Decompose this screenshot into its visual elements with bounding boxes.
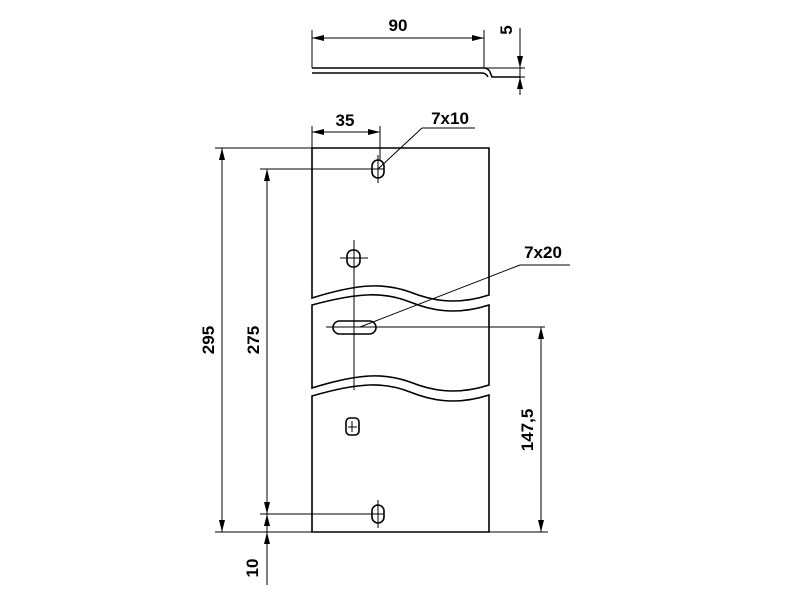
plate xyxy=(311,147,490,533)
dim-275-label: 275 xyxy=(244,326,263,354)
dim-275 xyxy=(260,168,378,515)
leader-7x20 xyxy=(359,264,570,328)
dim-90-label: 90 xyxy=(389,16,408,35)
dim-295 xyxy=(215,147,312,533)
dim-5-label: 5 xyxy=(497,25,516,34)
dim-10 xyxy=(264,514,270,585)
leader-7x10 xyxy=(377,127,475,170)
slot-7x10-label: 7x10 xyxy=(431,109,469,128)
upper-hole xyxy=(340,242,368,275)
slot-7x20-label: 7x20 xyxy=(524,243,562,262)
dim-147-5-label: 147,5 xyxy=(518,409,537,452)
side-view xyxy=(311,28,525,95)
dim-35 xyxy=(311,126,381,160)
dim-35-label: 35 xyxy=(336,111,355,130)
dim-10-label: 10 xyxy=(243,559,262,578)
center-slot xyxy=(326,320,545,335)
lower-hole xyxy=(345,417,360,436)
dim-295-label: 295 xyxy=(199,326,218,354)
dim-147-5 xyxy=(489,327,548,533)
